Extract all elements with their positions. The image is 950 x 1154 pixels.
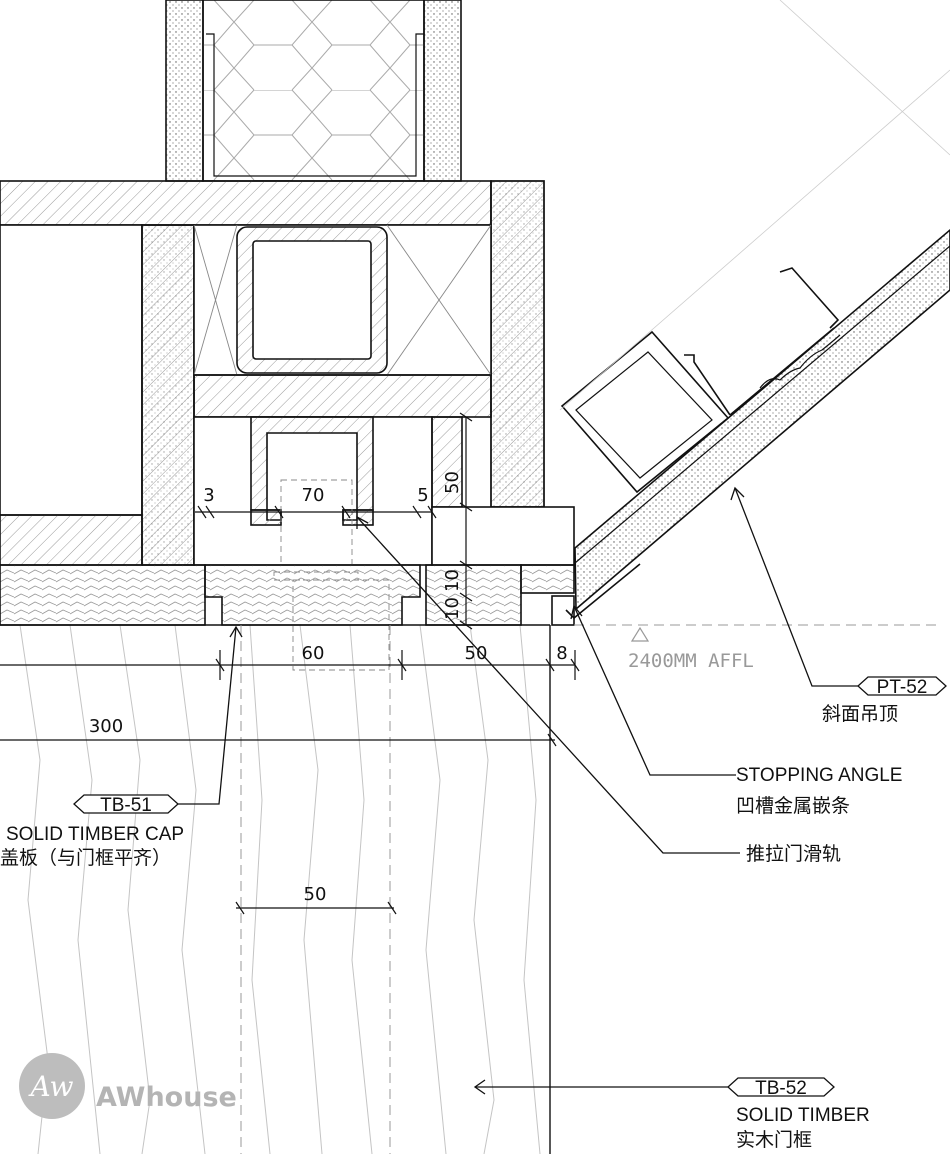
- track-zone: [193, 416, 575, 671]
- dim-10-upper: 10: [442, 569, 463, 592]
- arrow-tb52-icon: [473, 1079, 486, 1095]
- dim-50-vertical: 50: [442, 471, 463, 494]
- dim-70: 70: [302, 485, 325, 506]
- upper-wall-panel: [165, 0, 462, 182]
- track-cn: 推拉门滑轨: [746, 843, 841, 865]
- dim-60: 60: [302, 643, 325, 664]
- watermark-text: AWhouse: [96, 1082, 237, 1113]
- level-marker: 2400MM AFFL: [628, 626, 754, 672]
- watermark-logo-icon: [19, 1053, 85, 1119]
- dim-50-lower: 50: [304, 884, 327, 905]
- dim-3: 3: [203, 485, 214, 506]
- callout-stopping-angle: STOPPING ANGLE 凹槽金属嵌条: [736, 765, 902, 817]
- arrow-stopping-icon: [570, 604, 583, 620]
- dim-300: 300: [89, 716, 123, 737]
- leader-lines: [178, 487, 858, 1088]
- tag-shape: [727, 1077, 835, 1097]
- callout-tb51: TB-51 SOLID TIMBER CAP 盖板（与门框平齐）: [0, 794, 184, 869]
- callout-tb52: TB-52 SOLID TIMBER 实木门框: [727, 1077, 870, 1151]
- pt52-tag: PT-52: [877, 677, 928, 698]
- level-triangle-icon: [630, 626, 650, 642]
- tb52-cn: 实木门框: [736, 1129, 812, 1151]
- callout-track: 推拉门滑轨: [746, 843, 841, 865]
- callout-pt52: PT-52 斜面吊顶: [822, 676, 947, 725]
- tb51-cn: 盖板（与门框平齐）: [0, 847, 171, 869]
- watermark: Aw AWhouse: [19, 1053, 237, 1119]
- arrow-track-icon: [356, 515, 369, 529]
- tb51-tag: TB-51: [100, 795, 152, 816]
- dim-50-mid: 50: [465, 643, 488, 664]
- dim-5: 5: [417, 485, 428, 506]
- tb52-tag: TB-52: [755, 1078, 807, 1099]
- dim-10-lower: 10: [442, 597, 463, 620]
- dimension-lines: [0, 412, 580, 915]
- pt52-text: 斜面吊顶: [822, 703, 898, 725]
- dim-8: 8: [556, 643, 567, 664]
- stopping-angle-en: STOPPING ANGLE: [736, 765, 902, 786]
- leader-arrows: [229, 486, 745, 1095]
- sloped-ceiling: [559, 0, 950, 626]
- dimension-texts: 3 70 5 50 10 10 60 50 8 300 50: [89, 471, 568, 905]
- blocking-and-steel-tube: [193, 224, 492, 418]
- timber-grain: [19, 624, 541, 1154]
- frame-edge: [0, 624, 551, 1154]
- tb52-en: SOLID TIMBER: [736, 1105, 870, 1126]
- level-label: 2400MM AFFL: [628, 650, 754, 672]
- timber-cap-band: [0, 564, 575, 626]
- arrow-pt52-icon: [730, 486, 745, 501]
- watermark-logo-letters: Aw: [28, 1070, 74, 1103]
- tag-shape: [857, 676, 947, 696]
- tb51-en: SOLID TIMBER CAP: [6, 824, 184, 845]
- arrow-tb51-icon: [229, 625, 243, 638]
- left-stud: [0, 224, 195, 566]
- stopping-angle-cn: 凹槽金属嵌条: [736, 795, 850, 817]
- tag-shape: [73, 794, 179, 814]
